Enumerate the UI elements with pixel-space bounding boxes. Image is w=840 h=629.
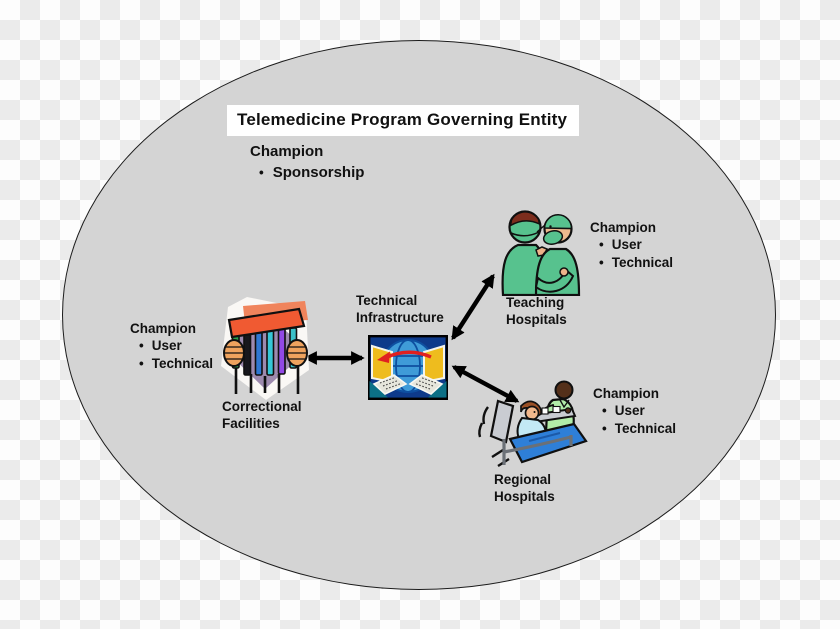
center-node-label: Technical Infrastructure: [356, 293, 444, 325]
surgeons-icon: [501, 210, 581, 296]
bullet-icon: •: [599, 237, 604, 252]
champion-heading: Champion: [250, 143, 324, 160]
regional-champion-block: Champion • User • Technical: [593, 385, 676, 437]
champion-bullet: User: [151, 338, 182, 353]
teaching-node-label: Teaching Hospitals: [506, 295, 567, 327]
governing-champion-block: Champion • Sponsorship: [250, 141, 364, 183]
champion-heading: Champion: [593, 386, 659, 401]
champion-bullet: User: [614, 403, 645, 418]
correctional-champion-block: Champion • User • Technical: [130, 320, 213, 372]
bullet-icon: •: [602, 420, 607, 436]
champion-heading: Champion: [590, 220, 656, 235]
bullet-icon: •: [139, 338, 144, 353]
regional-node-label: Regional Hospitals: [494, 472, 555, 504]
champion-bullet: Technical: [151, 355, 214, 371]
networked-computers-globe-icon: [368, 335, 448, 400]
champion-heading: Champion: [130, 321, 196, 336]
bullet-icon: •: [259, 165, 264, 180]
bullet-icon: •: [599, 254, 604, 270]
teaching-champion-block: Champion • User • Technical: [590, 219, 673, 271]
champion-bullet: User: [611, 237, 642, 252]
correctional-node-label: Correctional Facilities: [222, 399, 302, 431]
champion-bullet: Technical: [611, 254, 674, 270]
prison-bars-hands-icon: [221, 297, 309, 400]
champion-bullet: Sponsorship: [272, 164, 365, 181]
patient-in-bed-with-nurse-icon: [478, 380, 588, 468]
bullet-icon: •: [139, 355, 144, 371]
champion-bullet: Technical: [614, 420, 677, 436]
diagram-title: Telemedicine Program Governing Entity: [227, 105, 580, 136]
bullet-icon: •: [602, 403, 607, 418]
